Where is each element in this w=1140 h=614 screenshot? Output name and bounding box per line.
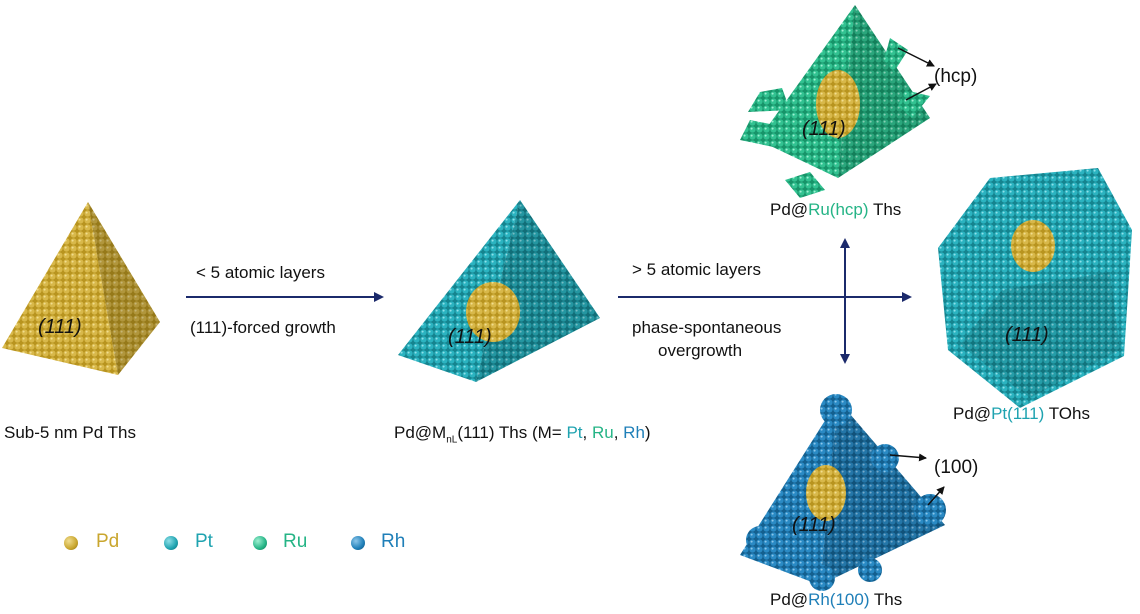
middle-caption-close: ): [644, 423, 651, 442]
legend-rh-dot: [351, 536, 365, 550]
rh-facet-label: (111): [792, 514, 836, 536]
core-shell-tetrahedron: [398, 200, 600, 382]
rh-caption: Pd@Rh(100) Ths: [770, 590, 902, 610]
middle-caption: Pd@MnL(111) Ths (M= Pt, Ru, Rh): [394, 423, 651, 445]
pt-caption: Pd@Pt(111) TOhs: [953, 404, 1090, 424]
middle-caption-prefix: Pd@M: [394, 423, 447, 442]
middle-caption-sub: nL: [446, 434, 458, 446]
pd-tetrahedron: [2, 202, 160, 375]
pt-facet-label: (111): [1005, 324, 1049, 346]
step1-condition: < 5 atomic layers: [196, 263, 325, 282]
rh-caption-suffix: Ths: [869, 590, 903, 609]
pt-caption-colored: Pt(111): [991, 404, 1045, 423]
rh-100-tetrahedron: [740, 394, 946, 591]
step2-process-line1: phase-spontaneous: [632, 318, 782, 337]
100-pointer-1: [889, 453, 927, 462]
legend-ru-label: Ru: [283, 531, 308, 552]
hcp-pointer-1: [897, 47, 935, 67]
hcp-annotation: (hcp): [934, 66, 978, 87]
middle-facet-label: (111): [448, 326, 492, 348]
hcp-pointer-2: [905, 83, 937, 101]
pt-truncated-octahedron: [938, 168, 1132, 408]
100-annotation: (100): [934, 457, 979, 478]
middle-caption-sep1: ,: [582, 423, 592, 442]
legend-pd-label: Pd: [96, 531, 120, 552]
pd-facet-label: (111): [38, 316, 82, 338]
ru-facet-label: (111): [802, 118, 846, 140]
legend-pt-label: Pt: [195, 531, 213, 552]
step1-process: (111)-forced growth: [190, 318, 336, 337]
legend-ru-dot: [253, 536, 267, 550]
ru-caption: Pd@Ru(hcp) Ths: [770, 200, 901, 220]
rh-caption-prefix: Pd@: [770, 590, 809, 609]
legend-rh-label: Rh: [381, 531, 406, 552]
ru-caption-prefix: Pd@: [770, 200, 809, 219]
middle-caption-mid: (111) Ths (M=: [457, 423, 567, 442]
pd-caption: Sub-5 nm Pd Ths: [4, 423, 136, 442]
legend-pt-dot: [164, 536, 178, 550]
ru-hcp-tetrahedron: [740, 5, 930, 198]
legend-pd-dot: [64, 536, 78, 550]
step2-condition: > 5 atomic layers: [632, 260, 761, 279]
middle-caption-ru: Ru: [591, 423, 614, 442]
rh-caption-colored: Rh(100): [808, 590, 870, 609]
ru-caption-colored: Ru(hcp): [808, 200, 869, 219]
100-pointer-2: [927, 486, 945, 506]
middle-caption-sep2: ,: [613, 423, 624, 442]
ru-caption-suffix: Ths: [868, 200, 902, 219]
step2-process-line2: overgrowth: [658, 341, 743, 360]
pt-caption-prefix: Pd@: [953, 404, 992, 423]
pt-caption-suffix: TOhs: [1044, 404, 1090, 423]
middle-caption-pt: Pt: [566, 423, 583, 442]
middle-caption-rh: Rh: [623, 423, 645, 442]
